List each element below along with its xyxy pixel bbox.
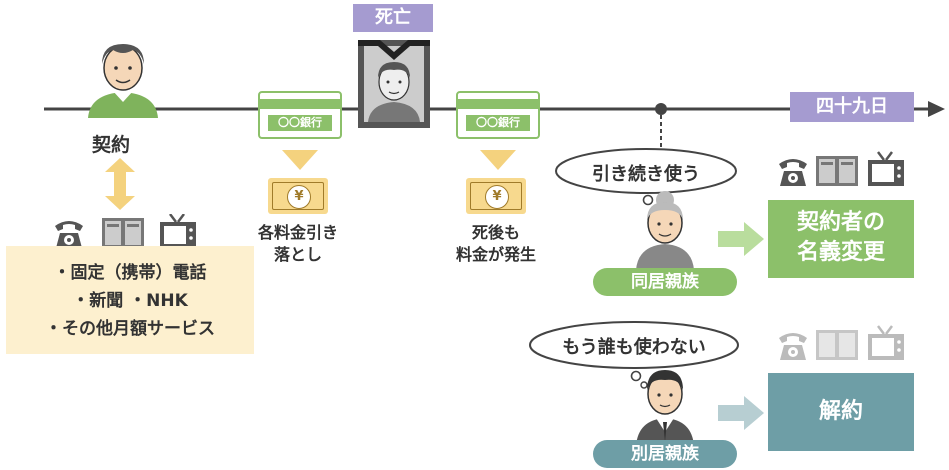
post-death-charges-line2: 料金が発生 [455, 245, 536, 264]
post-death-charges-line1: 死後も [471, 223, 520, 242]
bank-name: 〇〇銀行 [466, 115, 530, 131]
banknote-icon: ¥ [268, 178, 328, 214]
tv-icon [868, 325, 904, 360]
speech-continue-use: 引き続き使う [592, 164, 700, 185]
cohabiting-relative-badge: 同居親族 [593, 268, 737, 296]
memorial-portrait-icon [358, 40, 430, 128]
name-change-line2: 名義変更 [796, 240, 885, 265]
service-other: ・その他月額サービス [45, 319, 215, 339]
elderly-woman-icon [636, 191, 694, 270]
yen-symbol: ¥ [485, 185, 509, 209]
service-phone: ・固定（携帯）電話 [53, 263, 207, 283]
right-arrow-icon [718, 396, 764, 430]
services-icons-continued [779, 151, 904, 186]
down-arrow-icon [282, 150, 318, 170]
services-box: ・固定（携帯）電話 ・新聞 ・NHK ・その他月額サービス [6, 246, 254, 354]
man-in-suit-icon [636, 370, 694, 446]
auto-debit-note-line2: 落とし [273, 245, 322, 264]
newspaper-icon [816, 330, 858, 360]
death-badge: 死亡 [353, 4, 433, 32]
tv-icon [868, 151, 904, 186]
bank-card-2: 〇〇銀行 [456, 91, 540, 139]
forty-ninth-day-badge: 四十九日 [790, 92, 914, 122]
elderly-man-icon [88, 44, 158, 118]
newspaper-icon [816, 156, 858, 186]
auto-debit-note-line1: 各料金引き [257, 223, 338, 242]
phone-icon [55, 221, 83, 248]
bank-card-1: 〇〇銀行 [258, 91, 342, 139]
cancellation-box: 解約 [768, 373, 914, 451]
service-newspaper-nhk: ・新聞 ・NHK [72, 291, 188, 311]
separate-relative-badge: 別居親族 [593, 440, 737, 468]
services-icons-faded [779, 325, 904, 360]
banknote-icon: ¥ [466, 178, 526, 214]
double-arrow-icon [105, 158, 135, 210]
auto-debit-note: 各料金引き 落とし [238, 222, 358, 266]
name-change-box: 契約者の 名義変更 [768, 200, 914, 278]
tv-icon [160, 214, 196, 248]
right-arrow-icon [718, 222, 764, 256]
speech-bubble [529, 321, 739, 389]
speech-no-one-uses: もう誰も使わない [562, 337, 706, 358]
phone-icon [779, 159, 807, 186]
down-arrow-icon [480, 150, 516, 170]
post-death-charges-note: 死後も 料金が発生 [436, 222, 556, 266]
newspaper-icon [102, 218, 144, 248]
yen-symbol: ¥ [287, 185, 311, 209]
services-icons [55, 214, 196, 248]
name-change-line1: 契約者の [796, 210, 885, 235]
contract-label: 契約 [92, 134, 131, 156]
bank-name: 〇〇銀行 [268, 115, 332, 131]
phone-icon [779, 333, 807, 360]
